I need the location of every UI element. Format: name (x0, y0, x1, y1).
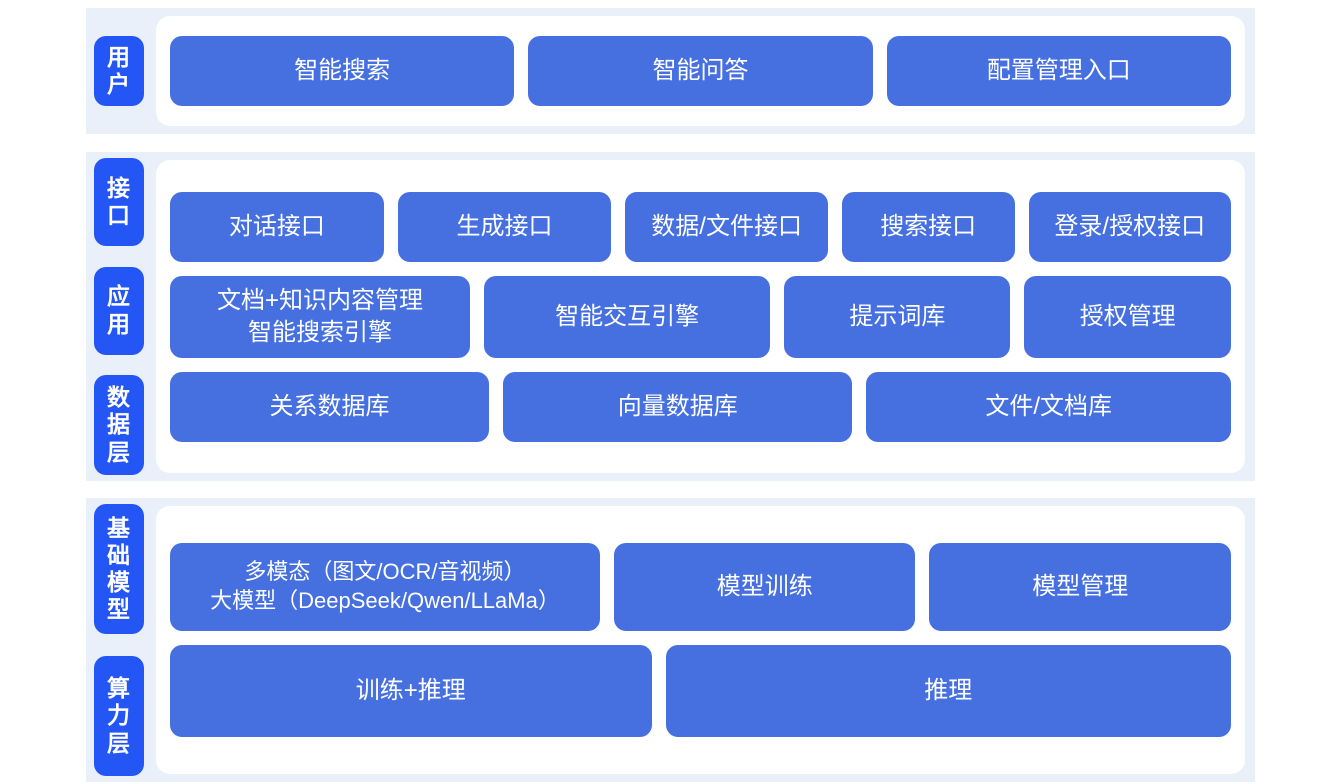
card-inference[interactable]: 推理 (665, 645, 1231, 737)
layer-label-interface-text: 接口 (107, 174, 131, 228)
card-generation-api[interactable]: 生成接口 (397, 191, 612, 262)
layer-label-data-text: 数据层 (107, 384, 131, 465)
card-interaction-engine[interactable]: 智能交互引擎 (483, 275, 771, 358)
section-base: 基础模型 算力层 多模态（图文/OCR/音视频） 大模型（DeepSeek/Qw… (86, 498, 1255, 782)
section-user: 用户 智能搜索 智能问答 配置管理入口 (86, 8, 1255, 134)
layer-label-data: 数据层 (94, 375, 144, 475)
card-dialog-api[interactable]: 对话接口 (170, 191, 384, 262)
row-data: 关系数据库 向量数据库 文件/文档库 (170, 371, 1231, 442)
card-smart-search[interactable]: 智能搜索 (170, 36, 515, 106)
panel-base: 多模态（图文/OCR/音视频） 大模型（DeepSeek/Qwen/LLaMa）… (156, 506, 1245, 774)
card-login-auth-api[interactable]: 登录/授权接口 (1028, 191, 1231, 262)
layer-label-application-text: 应用 (107, 283, 131, 337)
row-application: 文档+知识内容管理 智能搜索引擎 智能交互引擎 提示词库 授权管理 (170, 275, 1231, 358)
panel-middle: 对话接口 生成接口 数据/文件接口 搜索接口 登录/授权接口 文档+知识内容管理… (156, 160, 1245, 473)
layer-label-foundation-model-text: 基础模型 (107, 514, 131, 623)
layer-label-application: 应用 (94, 266, 144, 355)
card-training-inference[interactable]: 训练+推理 (170, 645, 652, 737)
card-authorization-management[interactable]: 授权管理 (1024, 275, 1231, 358)
card-smart-qa[interactable]: 智能问答 (528, 36, 873, 106)
card-file-document-store[interactable]: 文件/文档库 (866, 371, 1231, 442)
layer-label-compute: 算力层 (94, 656, 144, 776)
card-vector-database[interactable]: 向量数据库 (503, 371, 853, 442)
layer-label-column-user: 用户 (86, 8, 152, 134)
card-search-api[interactable]: 搜索接口 (841, 191, 1015, 262)
card-data-file-api[interactable]: 数据/文件接口 (625, 191, 828, 262)
row-interface: 对话接口 生成接口 数据/文件接口 搜索接口 登录/授权接口 (170, 191, 1231, 262)
layer-label-foundation-model: 基础模型 (94, 504, 144, 634)
layer-label-user-text: 用户 (107, 43, 131, 97)
layer-label-user: 用户 (94, 35, 144, 107)
card-config-management-entry[interactable]: 配置管理入口 (886, 36, 1231, 106)
card-prompt-library[interactable]: 提示词库 (784, 275, 1011, 358)
section-middle: 接口 应用 数据层 对话接口 生成接口 数据/文件接口 搜索接口 登录/授权接口… (86, 152, 1255, 481)
layer-label-interface: 接口 (94, 158, 144, 246)
layer-label-compute-text: 算力层 (107, 675, 131, 756)
card-relational-database[interactable]: 关系数据库 (170, 371, 490, 442)
row-model: 多模态（图文/OCR/音视频） 大模型（DeepSeek/Qwen/LLaMa）… (170, 543, 1231, 631)
card-document-knowledge-management[interactable]: 文档+知识内容管理 智能搜索引擎 (170, 275, 470, 358)
row-user-entries: 智能搜索 智能问答 配置管理入口 (170, 36, 1231, 106)
layer-label-column-middle: 接口 应用 数据层 (86, 152, 152, 481)
layer-label-column-base: 基础模型 算力层 (86, 498, 152, 782)
card-model-management[interactable]: 模型管理 (929, 543, 1231, 631)
card-model-training[interactable]: 模型训练 (613, 543, 916, 631)
row-compute: 训练+推理 推理 (170, 645, 1231, 737)
card-multimodal-large-model[interactable]: 多模态（图文/OCR/音视频） 大模型（DeepSeek/Qwen/LLaMa） (170, 543, 600, 631)
panel-user: 智能搜索 智能问答 配置管理入口 (156, 16, 1245, 126)
